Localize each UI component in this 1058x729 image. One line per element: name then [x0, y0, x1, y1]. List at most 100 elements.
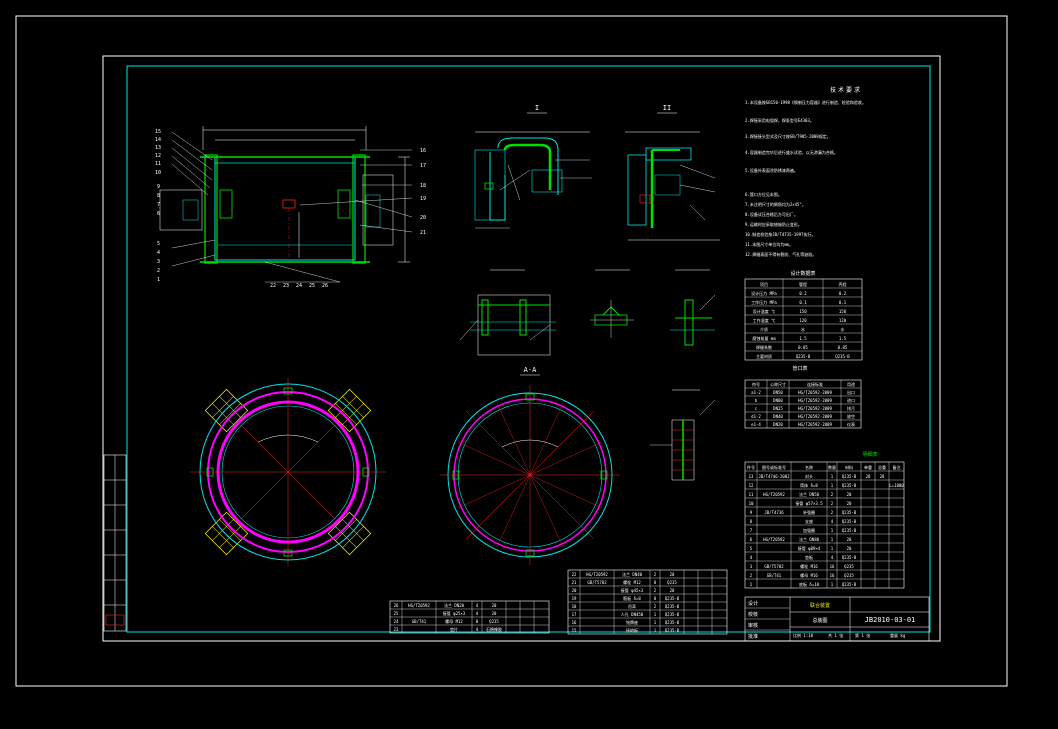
part-left-cell-0-3: 4 [476, 603, 479, 608]
part-right-cell-0-2: 封头 [805, 473, 813, 479]
title-block-sub: 总装图 [812, 617, 827, 624]
nozzle-cell-1-0: b [755, 398, 758, 403]
tech-note-4: 4.容器制造完毕后进行盛水试验，以无渗漏为合格。 [745, 149, 838, 155]
part-right-header-4: 材料 [845, 464, 853, 470]
section-A-A-label: A-A [524, 366, 537, 374]
balloon-9: 9 [157, 184, 160, 190]
part-right-cell-12-2: 底板 δ=10 [799, 581, 820, 587]
design-data-cell-6-1: 0.85 [798, 345, 808, 350]
part-right-cell-9-2: 垫板 [805, 554, 813, 560]
part-mid-cell-7-4: Q235-B [665, 628, 680, 633]
design-data-cell-6-0: 焊缝系数 [756, 344, 772, 350]
tech-note-12: 12.焊缝表面不得有裂纹、气孔等缺陷。 [745, 251, 816, 257]
part-mid-cell-7-3: 1 [654, 628, 657, 633]
part-right-cell-1-4: Q235-B [842, 483, 857, 488]
part-left-cell-1-0: 25 [394, 611, 399, 616]
part-mid-cell-6-4: Q235-B [665, 620, 680, 625]
part-right-cell-3-0: 10 [749, 501, 754, 506]
part-right-cell-7-3: 1 [831, 537, 834, 542]
title-row-design: 设计 [748, 600, 758, 607]
tech-note-6: 6.管口方位见本图。 [745, 191, 782, 197]
part-right-cell-11-1: GB/T41 [767, 573, 782, 578]
detail-I-view: I [474, 104, 592, 229]
technical-requirements: 技术要求 1.本设备按GB150-1998《钢制压力容器》进行制造、检验和验收。… [745, 86, 866, 257]
part-right-cell-8-0: 5 [750, 546, 753, 551]
part-right-cell-4-2: 补强圈 [803, 509, 815, 515]
part-right-cell-0-1: JB/T4746-2002 [758, 474, 790, 479]
title-row-approve: 批准 [748, 633, 758, 640]
balloon-3: 3 [157, 259, 160, 265]
nozzle-cell-3-0: d1-2 [751, 414, 761, 419]
part-right-cell-1-0: 12 [749, 483, 754, 488]
part-right-cell-11-4: Q235 [844, 573, 854, 578]
balloon-21: 21 [420, 230, 426, 236]
balloon-22: 22 [270, 283, 276, 289]
balloon-4: 4 [157, 250, 160, 256]
part-right-header-2: 名称 [805, 464, 813, 470]
nozzle-cell-1-3: 进口 [847, 397, 855, 403]
nozzle-cell-2-3: 排污 [847, 405, 855, 411]
part-left-cell-3-0: 23 [394, 627, 399, 632]
balloon-17: 17 [420, 163, 426, 169]
part-mid-cell-2-0: 20 [572, 588, 577, 593]
part-right-cell-0-5: 28 [866, 474, 871, 479]
part-right-cell-11-2: 螺母 M16 [800, 572, 818, 578]
part-right-cell-0-4: Q235-B [842, 474, 857, 479]
balloon-24: 24 [296, 283, 302, 289]
balloon-6: 6 [157, 211, 160, 217]
part-mid-cell-6-3: 1 [654, 620, 657, 625]
part-right-cell-8-4: 20 [847, 546, 852, 551]
part-right-cell-10-2: 螺栓 M16 [800, 563, 818, 569]
balloon-26: 26 [322, 283, 328, 289]
part-mid-cell-4-2: 吊耳 [628, 604, 636, 609]
left-revision-strip [103, 454, 127, 632]
part-mid-cell-3-0: 19 [572, 596, 577, 601]
parts-list-heading: 明细表 [862, 451, 877, 458]
part-right-header-3: 数量 [828, 464, 836, 470]
part-mid-cell-0-1: HG/T20592 [586, 572, 608, 577]
nozzle-header-1: 公称尺寸 [770, 381, 786, 387]
part-mid-cell-0-2: 法兰 DN40 [622, 571, 643, 577]
part-mid-cell-2-2: 接管 φ45×3 [621, 587, 644, 593]
part-mid-cell-5-0: 17 [572, 612, 577, 617]
part-mid-cell-6-0: 16 [572, 620, 577, 625]
nozzle-cell-4-1: DN20 [773, 422, 783, 427]
nozzle-cell-4-3: 仪表 [847, 421, 855, 427]
part-mid-cell-3-3: 8 [654, 596, 657, 601]
part-right-cell-1-2: 筒体 δ=8 [800, 482, 818, 488]
design-data-cell-5-0: 腐蚀裕量 mm [752, 335, 776, 341]
part-right-cell-5-2: 支座 [805, 518, 813, 524]
tech-note-11: 11.本图尺寸单位均为mm。 [745, 241, 793, 247]
part-mid-cell-5-2: 人孔 DN450 [621, 611, 644, 617]
small-section-details [459, 269, 716, 356]
sheet-outer-border [102, 55, 941, 642]
part-left-cell-1-4: 20 [492, 611, 497, 616]
part-right-header-7: 备注 [893, 464, 901, 470]
nozzle-cell-3-2: HG/T20592-2009 [798, 414, 832, 419]
part-right-cell-6-3: 1 [831, 528, 834, 533]
part-mid-cell-1-3: 8 [654, 580, 657, 585]
part-right-cell-4-1: JB/T4736 [764, 510, 784, 515]
detail-I-label: I [535, 104, 539, 112]
part-mid-cell-3-2: 筋板 δ=8 [623, 595, 641, 601]
part-right-cell-2-3: 2 [831, 492, 834, 497]
part-right-cell-0-3: 1 [831, 474, 834, 479]
nozzle-cell-2-1: DN25 [773, 406, 783, 411]
design-data-cell-1-1: 0.1 [799, 300, 807, 305]
title-meta-sheets: 共 1 张 [828, 632, 843, 638]
part-left-cell-2-1: GB/T41 [412, 619, 427, 624]
tech-note-9: 9.运输时应采取措施防止变形。 [745, 221, 802, 227]
balloon-10: 10 [155, 170, 161, 176]
nozzle-cell-4-2: HG/T20592-2009 [798, 422, 832, 427]
part-right-cell-10-4: Q235 [844, 564, 854, 569]
part-right-cell-5-0: 8 [750, 519, 753, 524]
part-mid-cell-2-4: 20 [670, 588, 675, 593]
part-right-cell-4-4: Q235-B [842, 510, 857, 515]
part-right-cell-2-4: 20 [847, 492, 852, 497]
balloon-11: 11 [155, 161, 161, 167]
part-right-cell-7-0: 6 [750, 537, 753, 542]
part-right-cell-10-3: 16 [830, 564, 835, 569]
tech-note-2: 2.焊接采用电弧焊，焊条型号E4303。 [745, 117, 814, 123]
nozzle-cell-1-2: HG/T20592-2009 [798, 398, 832, 403]
tech-note-8: 8.设备试压合格后方可出厂。 [745, 211, 798, 217]
